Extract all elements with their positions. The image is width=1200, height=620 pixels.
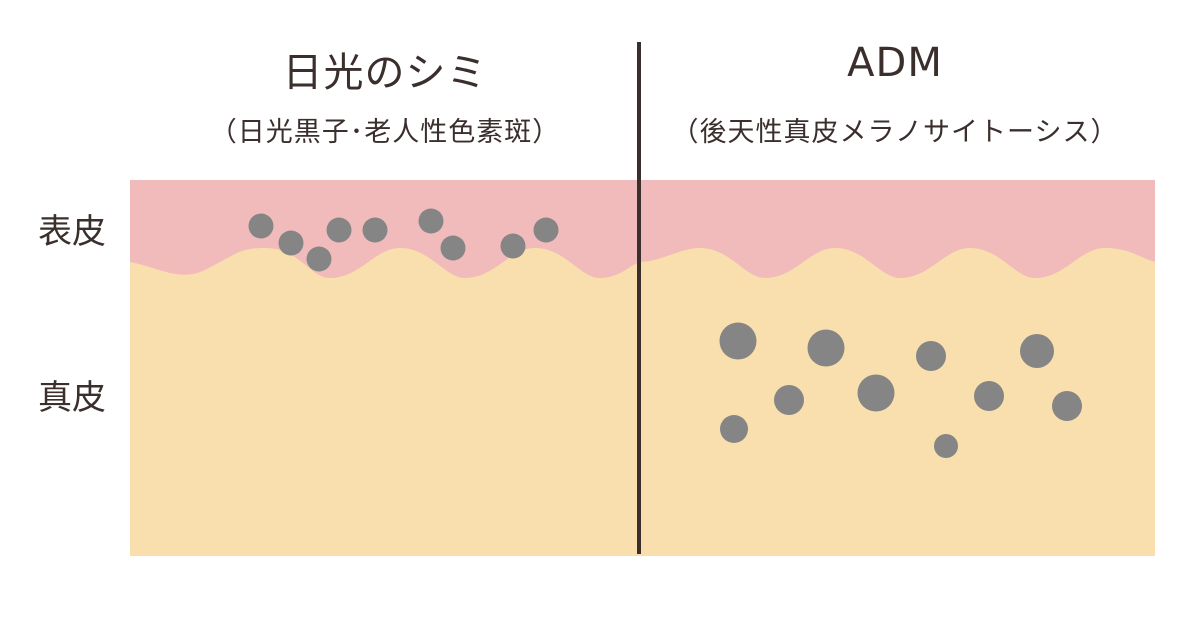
melanin-dot: [440, 235, 466, 261]
dermis-label: 真皮: [38, 378, 106, 418]
melanin-dot: [974, 381, 1004, 411]
melanin-dot: [1020, 334, 1054, 368]
dermis-layer: [130, 248, 1155, 556]
melanin-dot: [774, 385, 804, 415]
melanin-dot: [533, 217, 559, 243]
melanin-dot: [807, 329, 845, 367]
dermal-melanin-group: [719, 322, 1082, 458]
melanin-dot: [326, 217, 352, 243]
right-panel-title: ADM: [847, 40, 943, 86]
melanin-dot: [418, 208, 444, 234]
melanin-dot: [720, 415, 748, 443]
melanin-dot: [857, 374, 895, 412]
melanin-dot: [934, 434, 958, 458]
melanin-dot: [362, 217, 388, 243]
melanin-dot: [916, 341, 946, 371]
left-panel-subtitle: （日光黒子･老人性色素斑）: [209, 117, 561, 148]
melanin-dot: [500, 233, 526, 259]
melanin-dot: [278, 230, 304, 256]
melanin-dot: [248, 213, 274, 239]
right-panel-subtitle: （後天性真皮メラノサイトーシス）: [671, 117, 1119, 148]
melanin-dot: [719, 322, 757, 360]
left-panel-title: 日光のシミ: [282, 50, 488, 96]
melanin-dot: [306, 246, 332, 272]
epidermal-melanin-group: [248, 208, 559, 272]
epidermis-label: 表皮: [38, 212, 106, 252]
melanin-dot: [1052, 391, 1082, 421]
